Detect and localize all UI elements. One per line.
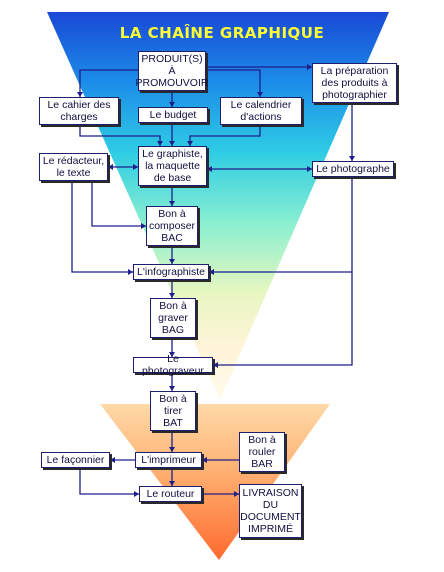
node-photograveur: Le photograveur xyxy=(133,353,213,377)
arrowhead xyxy=(169,259,175,264)
connector-lines xyxy=(71,64,355,497)
node-preparation: La préparation des produits à photograph… xyxy=(312,63,397,103)
arrowhead xyxy=(169,447,175,452)
arrowhead xyxy=(110,457,115,463)
node-bar: Bon à rouler BAR xyxy=(239,432,285,472)
node-livraison: LIVRAISON DU DOCUMENT IMPRIMÉ xyxy=(239,484,302,538)
arrowhead xyxy=(234,491,239,497)
arrowhead xyxy=(157,141,163,146)
upper-funnel xyxy=(47,12,389,400)
produit-to-calendrier xyxy=(206,69,261,97)
arrowhead xyxy=(213,362,218,368)
arrowhead xyxy=(257,92,263,97)
node-imprimeur: L'imprimeur xyxy=(135,452,202,468)
arrowhead xyxy=(134,491,139,497)
arrowhead xyxy=(169,201,175,206)
faconnier-to-routeur xyxy=(79,468,139,495)
node-calendrier: Le calendrier d'actions xyxy=(220,97,302,125)
produit-to-cahier xyxy=(79,69,138,97)
node-infographiste: L'infographiste xyxy=(133,264,209,280)
node-faconnier: Le façonnier xyxy=(41,452,110,468)
diagram-title: LA CHAÎNE GRAPHIQUE xyxy=(119,24,325,42)
arrowhead xyxy=(169,141,175,146)
arrowhead xyxy=(169,386,175,391)
node-cahier: Le cahier des charges xyxy=(39,97,119,125)
redacteur-to-infographiste xyxy=(71,181,133,273)
node-routeur: Le routeur xyxy=(139,486,202,502)
arrowhead xyxy=(169,102,175,107)
arrowhead xyxy=(169,481,175,486)
arrowhead xyxy=(307,166,312,172)
node-bat: Bon à tirer BAT xyxy=(150,391,196,431)
arrowhead xyxy=(207,166,212,172)
arrowhead xyxy=(187,141,193,146)
photographe-to-photograveur xyxy=(213,272,353,366)
arrowhead xyxy=(77,92,83,97)
node-budget: Le budget xyxy=(138,107,208,123)
node-produit: PRODUIT(S) À PROMOUVOIR xyxy=(135,51,209,91)
arrowhead xyxy=(133,164,138,170)
arrowhead xyxy=(209,269,214,275)
node-bac: Bon à composer BAC xyxy=(146,206,198,246)
node-redacteur: Le rédacteur, le texte xyxy=(39,153,108,181)
arrowhead xyxy=(202,457,207,463)
arrowhead xyxy=(349,156,355,161)
arrowhead xyxy=(169,352,175,357)
node-photographe: Le photographe xyxy=(312,161,394,177)
arrowhead xyxy=(307,64,312,70)
arrowhead xyxy=(128,269,133,275)
redacteur-to-bac xyxy=(91,181,146,227)
arrowhead xyxy=(108,164,113,170)
arrowhead xyxy=(141,223,146,229)
arrowhead xyxy=(169,293,175,298)
node-graphiste: Le graphiste, la maquette de base xyxy=(138,146,207,186)
node-bag: Bon à graver BAG xyxy=(150,298,196,338)
